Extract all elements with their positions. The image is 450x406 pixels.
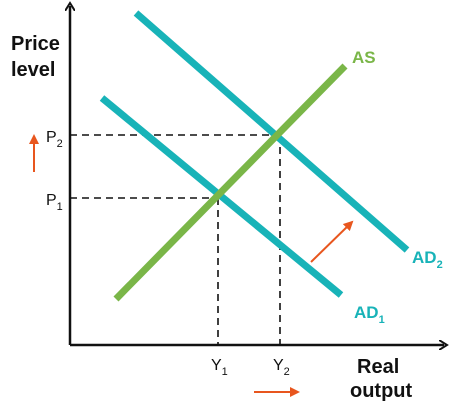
x-axis-title-line2: output — [350, 380, 413, 402]
as-label: AS — [352, 48, 376, 67]
x-axis-title-line1: Real — [357, 356, 399, 378]
y-axis-title-line2: level — [11, 59, 55, 81]
equilibrium-guides — [70, 134, 281, 345]
p2-tick-label: P2 — [46, 129, 63, 150]
y2-tick-label: Y2 — [273, 357, 290, 378]
ad1-label: AD1 — [354, 303, 385, 326]
demand-shift-arrow-icon — [310, 220, 354, 263]
y-axis-title-line1: Price — [11, 33, 60, 55]
p1-tick-label: P1 — [46, 192, 63, 213]
y1-tick-label: Y1 — [211, 357, 228, 378]
ad2-label: AD2 — [412, 248, 443, 271]
as-curve — [113, 63, 348, 302]
ad2-curve — [133, 10, 410, 253]
